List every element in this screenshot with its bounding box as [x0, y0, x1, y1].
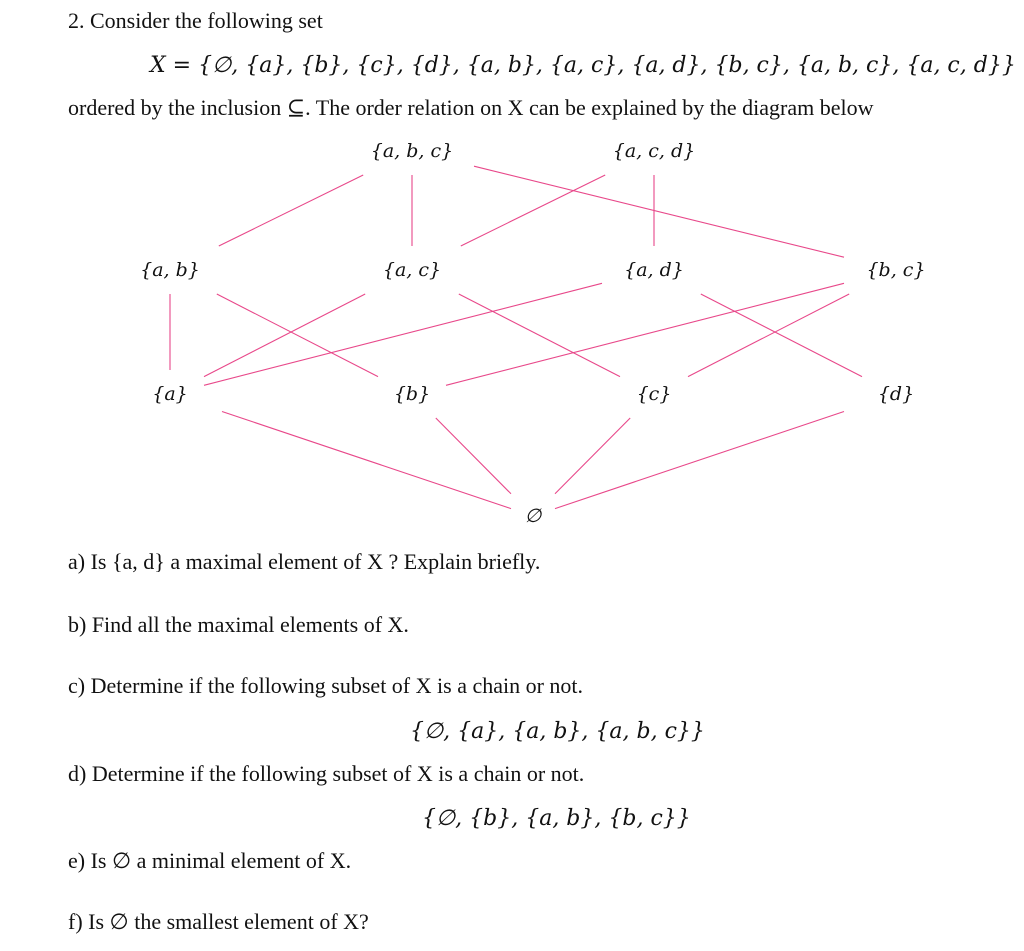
- question-a: a) Is {a, d} a maximal element of X ? Ex…: [68, 549, 541, 574]
- edge-b-bc: [445, 282, 845, 386]
- edge-a-ac: [203, 293, 366, 378]
- question-e: e) Is ∅ a minimal element of X.: [68, 848, 352, 873]
- edge-d-ad: [700, 293, 863, 378]
- edge-ac-acd: [460, 174, 606, 247]
- edge-a-ad: [203, 282, 603, 386]
- node-ab: {a, b}: [140, 259, 200, 281]
- edge-b-ab: [216, 293, 379, 378]
- node-empty: ∅: [524, 505, 542, 527]
- node-ac: {a, c}: [382, 259, 442, 281]
- node-d: {d}: [877, 383, 915, 405]
- node-bc: {b, c}: [866, 259, 926, 281]
- node-ad: {a, d}: [624, 259, 684, 281]
- problem-intro: 2. Consider the following set: [68, 8, 323, 33]
- edge-c-ac: [458, 293, 621, 378]
- hasse-edges: [169, 165, 863, 510]
- order-sentence: ordered by the inclusion ⊆. The order re…: [68, 95, 874, 120]
- question-f: f) Is ∅ the smallest element of X?: [68, 909, 369, 934]
- node-c: {c}: [636, 383, 672, 405]
- node-abc: {a, b, c}: [370, 140, 454, 162]
- edge-bc-abc: [473, 165, 845, 258]
- edge-empty-a: [221, 410, 512, 510]
- question-c: c) Determine if the following subset of …: [68, 673, 584, 698]
- edge-empty-b: [435, 417, 512, 495]
- question-b: b) Find all the maximal elements of X.: [68, 612, 409, 637]
- node-b: {b}: [393, 383, 431, 405]
- edge-c-bc: [687, 293, 850, 378]
- set-definition: X = {∅, {a}, {b}, {c}, {d}, {a, b}, {a, …: [150, 53, 1016, 78]
- question-c-set: {∅, {a}, {a, b}, {a, b, c}}: [410, 719, 705, 744]
- node-a: {a}: [152, 383, 188, 405]
- question-d-set: {∅, {b}, {a, b}, {b, c}}: [422, 806, 691, 831]
- edge-empty-c: [554, 417, 631, 495]
- question-d: d) Determine if the following subset of …: [68, 761, 585, 786]
- edge-ab-abc: [218, 174, 364, 247]
- edge-empty-d: [554, 410, 845, 510]
- node-acd: {a, c, d}: [612, 140, 696, 162]
